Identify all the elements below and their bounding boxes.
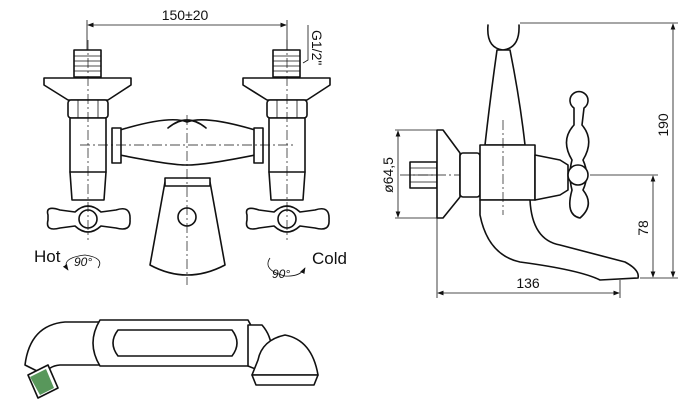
height-dimension: 190 [655, 113, 671, 137]
shower-head [251, 334, 319, 376]
shower-holder-hook [486, 24, 520, 51]
hand-shower [24, 319, 319, 399]
spacing-dimension: 150±20 [162, 7, 209, 23]
hot-angle: 90° [74, 255, 92, 269]
flange-diameter-dimension: ø64,5 [380, 157, 396, 193]
side-spout [479, 199, 640, 281]
spout [149, 181, 226, 276]
front-view: 150±20 G1/2" [34, 7, 347, 285]
cold-label: Cold [312, 249, 347, 268]
cold-valve [242, 40, 331, 240]
spout-height-dimension: 78 [635, 220, 651, 236]
hot-label: Hot [34, 247, 61, 266]
cold-angle: 90° [272, 267, 290, 281]
hot-valve [43, 40, 132, 240]
side-view: 190 78 136 ø64,5 [380, 22, 678, 298]
side-cross-handle[interactable] [565, 90, 590, 219]
thread-label: G1/2" [309, 30, 325, 65]
crossbar [119, 118, 256, 166]
projection-dimension: 136 [516, 275, 540, 291]
